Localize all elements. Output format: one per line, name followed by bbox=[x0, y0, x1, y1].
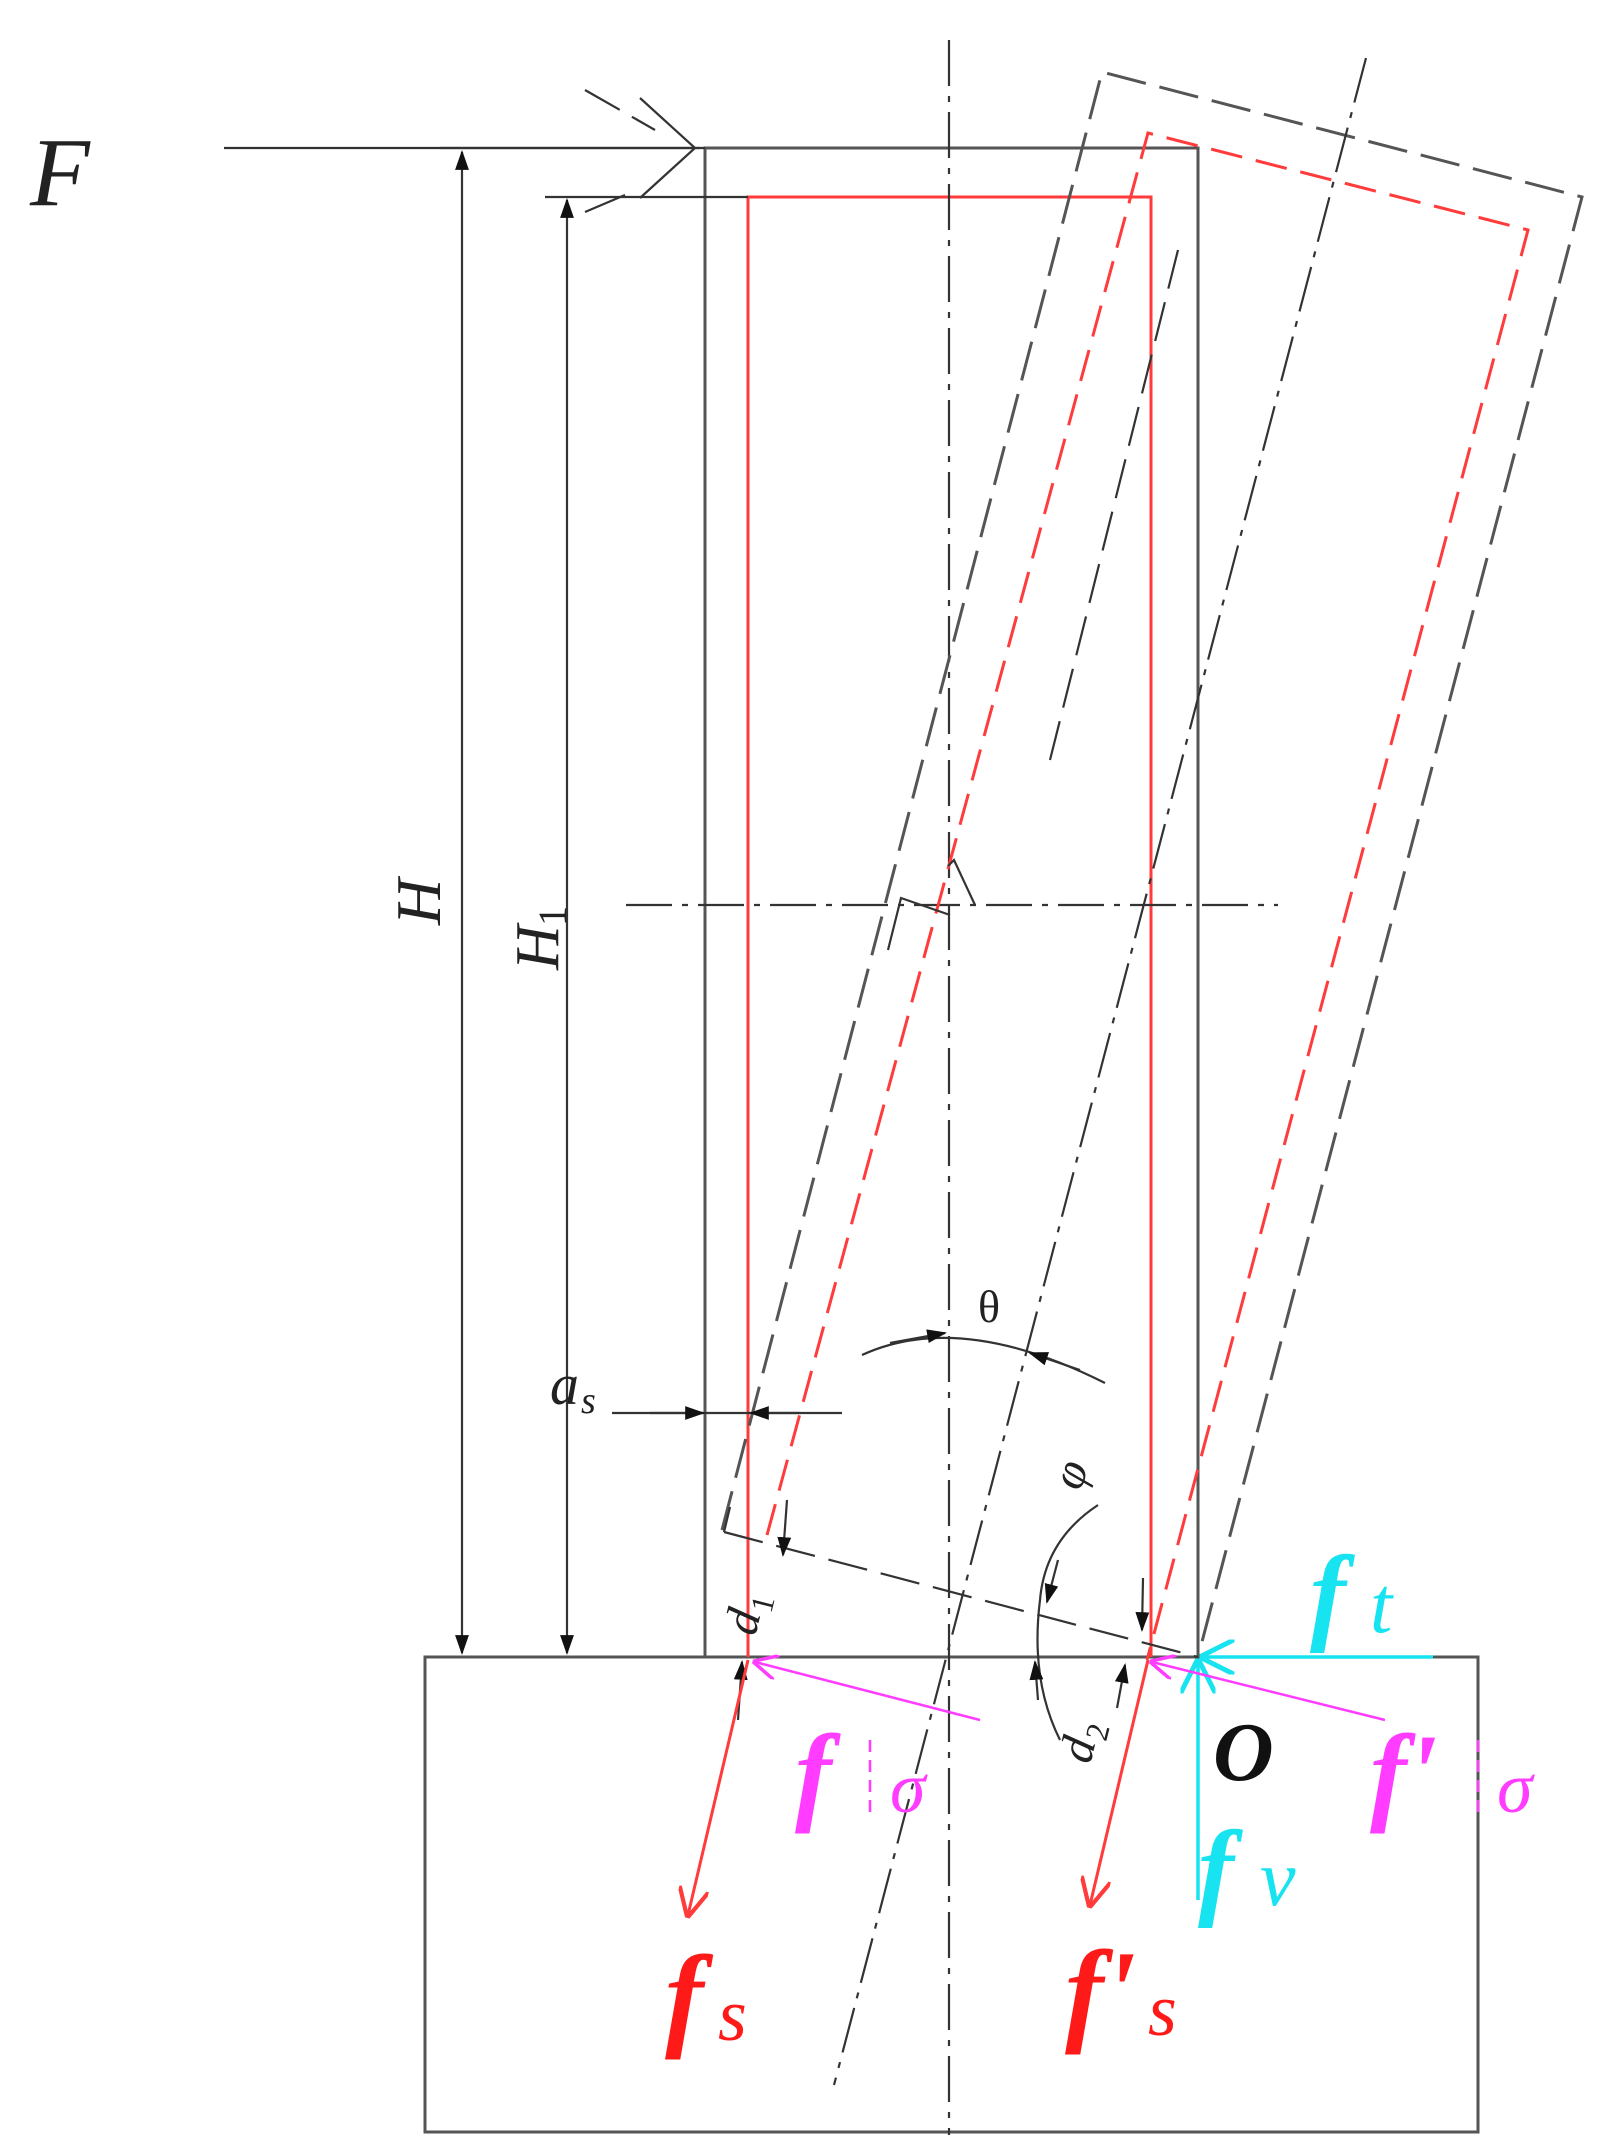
fs-label: f s bbox=[665, 1933, 747, 2061]
fs-prime-arrow bbox=[1090, 1659, 1150, 1905]
svg-text:f': f' bbox=[1065, 1928, 1136, 2056]
centroid-marker-2 bbox=[947, 858, 976, 906]
svg-text:f: f bbox=[1310, 1535, 1355, 1654]
theta-arc bbox=[861, 1336, 1106, 1384]
height1-label: H 1 bbox=[504, 906, 575, 971]
d2-label: d 2 bbox=[1049, 1720, 1116, 1768]
phi-arrow-bottom bbox=[1029, 1660, 1044, 1701]
rotated-rebar-outline bbox=[765, 131, 1530, 1661]
svg-text:s: s bbox=[581, 1380, 596, 1422]
svg-text:f: f bbox=[1198, 1810, 1243, 1929]
svg-text:f: f bbox=[665, 1933, 714, 2061]
rotated-base-line bbox=[723, 1530, 1199, 1659]
foundation-block bbox=[423, 1655, 1480, 2134]
theta-arrow-left bbox=[889, 1329, 947, 1345]
svg-text:σ: σ bbox=[1497, 1748, 1535, 1828]
ft-label: f t bbox=[1310, 1535, 1394, 1654]
centroid-marker bbox=[886, 896, 951, 951]
phi-arc bbox=[1036, 1504, 1099, 1741]
theta-arrow-right bbox=[1028, 1351, 1081, 1372]
phi-label: φ bbox=[1041, 1453, 1100, 1496]
f-sigma-arrow bbox=[755, 1662, 981, 1722]
svg-text:σ: σ bbox=[890, 1748, 928, 1828]
f-sigma-prime-label: f' σ bbox=[1370, 1712, 1535, 1834]
svg-text:a: a bbox=[550, 1352, 579, 1417]
force-label: F bbox=[29, 119, 91, 227]
cover-label: a s bbox=[550, 1352, 596, 1422]
fv-label: f v bbox=[1198, 1810, 1296, 1929]
rotated-reference-line bbox=[1048, 249, 1180, 761]
phi-arrow-top bbox=[1044, 1559, 1060, 1604]
fs-arrow bbox=[688, 1659, 750, 1915]
column-outline bbox=[703, 146, 1200, 1657]
d2-arrow-bottom bbox=[1114, 1663, 1129, 1709]
svg-text:1: 1 bbox=[530, 906, 575, 926]
svg-text:s: s bbox=[1148, 1970, 1177, 2052]
rotated-center-line bbox=[832, 57, 1368, 2086]
svg-text:f: f bbox=[795, 1712, 841, 1834]
d1-label: d 1 bbox=[714, 1592, 781, 1640]
rotated-base-tick bbox=[722, 1506, 732, 1533]
d1-arrow-top bbox=[777, 1499, 792, 1557]
theta-label: θ bbox=[978, 1281, 1000, 1332]
force-rotated-tick bbox=[584, 89, 656, 131]
pivot-label: O bbox=[1213, 1706, 1274, 1799]
fs-prime-label: f' s bbox=[1065, 1928, 1177, 2056]
f-sigma-prime-arrow bbox=[1152, 1662, 1386, 1722]
height-label: H bbox=[383, 875, 454, 926]
d2-arrow-top bbox=[1135, 1577, 1150, 1632]
svg-text:f': f' bbox=[1370, 1712, 1437, 1834]
rotated-column-outline bbox=[720, 70, 1584, 1658]
svg-text:H: H bbox=[504, 922, 572, 971]
svg-text:v: v bbox=[1260, 1835, 1296, 1923]
svg-text:t: t bbox=[1370, 1562, 1394, 1650]
svg-text:s: s bbox=[718, 1975, 747, 2057]
f-sigma-label: f σ bbox=[795, 1712, 928, 1834]
